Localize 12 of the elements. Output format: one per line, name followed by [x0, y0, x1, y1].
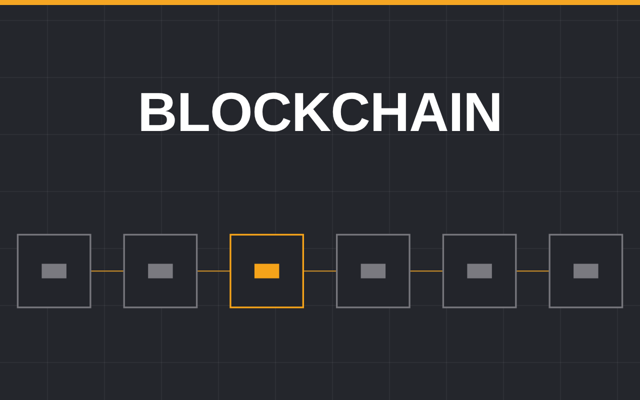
connector — [516, 270, 550, 272]
connector — [303, 270, 337, 272]
connector — [410, 270, 444, 272]
node-box — [16, 234, 92, 308]
node-box — [442, 234, 517, 308]
connector — [196, 270, 230, 272]
node-box — [548, 234, 624, 308]
node-box — [336, 234, 410, 308]
node-box — [123, 234, 198, 308]
title: BLOCKCHAIN — [138, 82, 502, 142]
node-box — [230, 234, 304, 308]
connector — [90, 270, 124, 272]
